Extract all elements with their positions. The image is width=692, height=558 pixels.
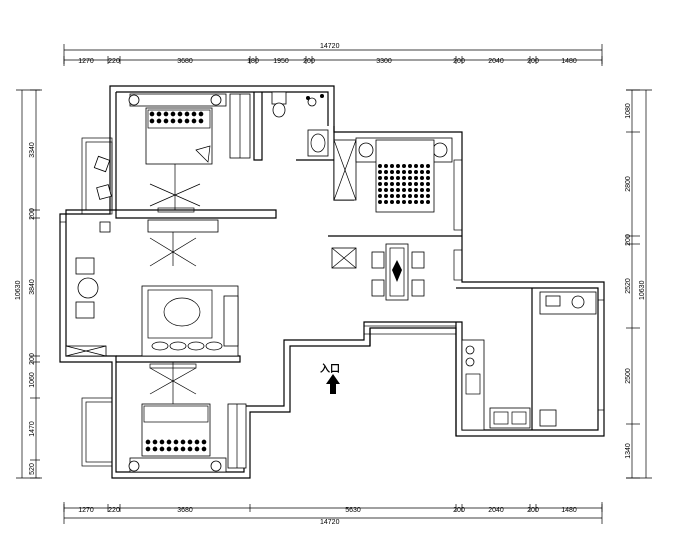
bottom-segments-label: 220 [108,507,120,514]
bottom-segments-label: 200 [453,507,465,514]
bottom-dimensions: 14720 1270 220 3680 5630 200 2040 200 1480 [63,502,603,526]
third-bedroom [128,362,247,473]
top-segments-label: 220 [108,58,120,65]
bottom-segments-label: 1480 [561,507,577,514]
left-segments-label: 1060 [29,372,36,388]
top-segments-label: 1270 [78,58,94,65]
kitchen-sink [489,407,531,429]
bottom-segments-label: 1270 [78,507,94,514]
balcony-chairs [93,155,112,233]
right-segments-label: 2520 [625,278,632,294]
second-bed [375,139,435,213]
master-bed [145,107,213,165]
top-segments-label: 200 [453,58,465,65]
arrow-up-icon [326,374,340,394]
armchair-1 [75,257,95,275]
top-dimensions: 14720 1270 220 3680 180 1950 200 3300 200 2040 20… [63,43,603,66]
left-dimensions: 10630 3340 200 3840 200 1060 1470 520 [15,89,42,479]
left-segments-label: 200 [29,208,36,220]
top-segments-label: 200 [303,58,315,65]
right-segments-label: 200 [625,234,632,246]
top-segments-label: 180 [247,58,259,65]
kitchen-counter-left [461,339,485,431]
top-segments-label: 200 [527,58,539,65]
top-segments-label: 3300 [376,58,392,65]
armchair-2 [75,301,95,319]
entrance: 入口 [320,363,340,394]
entrance-label: 入口 [320,363,340,375]
right-segments-label: 2800 [625,176,632,192]
left-total-label: 10630 [15,280,22,300]
bottom-segments-label: 5630 [345,507,361,514]
bottom-segments-label: 3680 [177,507,193,514]
right-total-label: 10630 [639,280,646,300]
tv-cabinet [147,219,219,233]
left-segments-label: 520 [29,463,36,475]
bathroom [271,91,329,157]
right-segments-label: 1340 [625,443,632,459]
top-segments-label: 3680 [177,58,193,65]
right-segments-label: 2500 [625,368,632,384]
left-segments-label: 3340 [29,142,36,158]
top-total-label: 14720 [320,43,340,50]
left-segments-label: 200 [29,353,36,365]
bottom-total-label: 14720 [320,519,340,526]
second-bedroom [333,137,453,213]
windows [60,159,605,411]
bottom-left-balcony [81,397,113,467]
top-segments-label: 1950 [273,58,289,65]
right-segments-label: 1080 [625,103,632,119]
bottom-segments-label: 200 [527,507,539,514]
kitchen [461,291,597,431]
top-segments-label: 2040 [488,58,504,65]
top-left-balcony [81,137,113,215]
side-table [77,277,99,299]
left-segments-label: 3840 [29,279,36,295]
top-segments-label: 1480 [561,58,577,65]
right-dimensions: 10630 1080 2800 200 2520 2500 1340 [625,89,652,479]
master-bedroom [128,93,251,213]
toilet [271,91,287,105]
living-room [65,219,239,357]
left-segments-label: 1470 [29,421,36,437]
bottom-segments-label: 2040 [488,507,504,514]
dining-area [331,243,425,301]
